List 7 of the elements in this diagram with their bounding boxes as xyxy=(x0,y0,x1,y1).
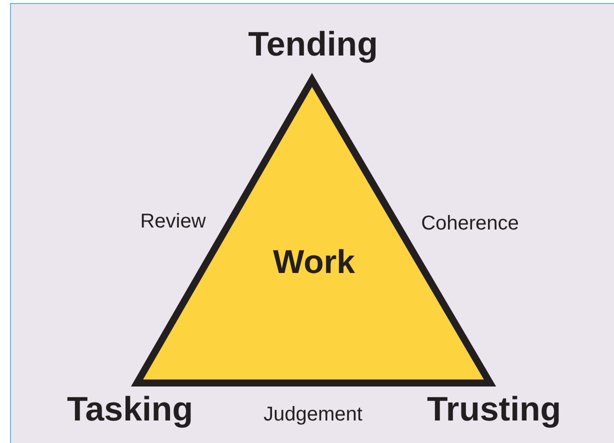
side-label: Coherence xyxy=(421,212,519,236)
side-label: Review xyxy=(140,210,206,234)
center-label: Work xyxy=(273,243,355,281)
vertex-label: Trusting xyxy=(426,390,562,430)
vertex-label: Tending xyxy=(248,26,378,64)
side-label: Judgement xyxy=(264,404,362,426)
vertex-label: Tasking xyxy=(67,390,193,430)
